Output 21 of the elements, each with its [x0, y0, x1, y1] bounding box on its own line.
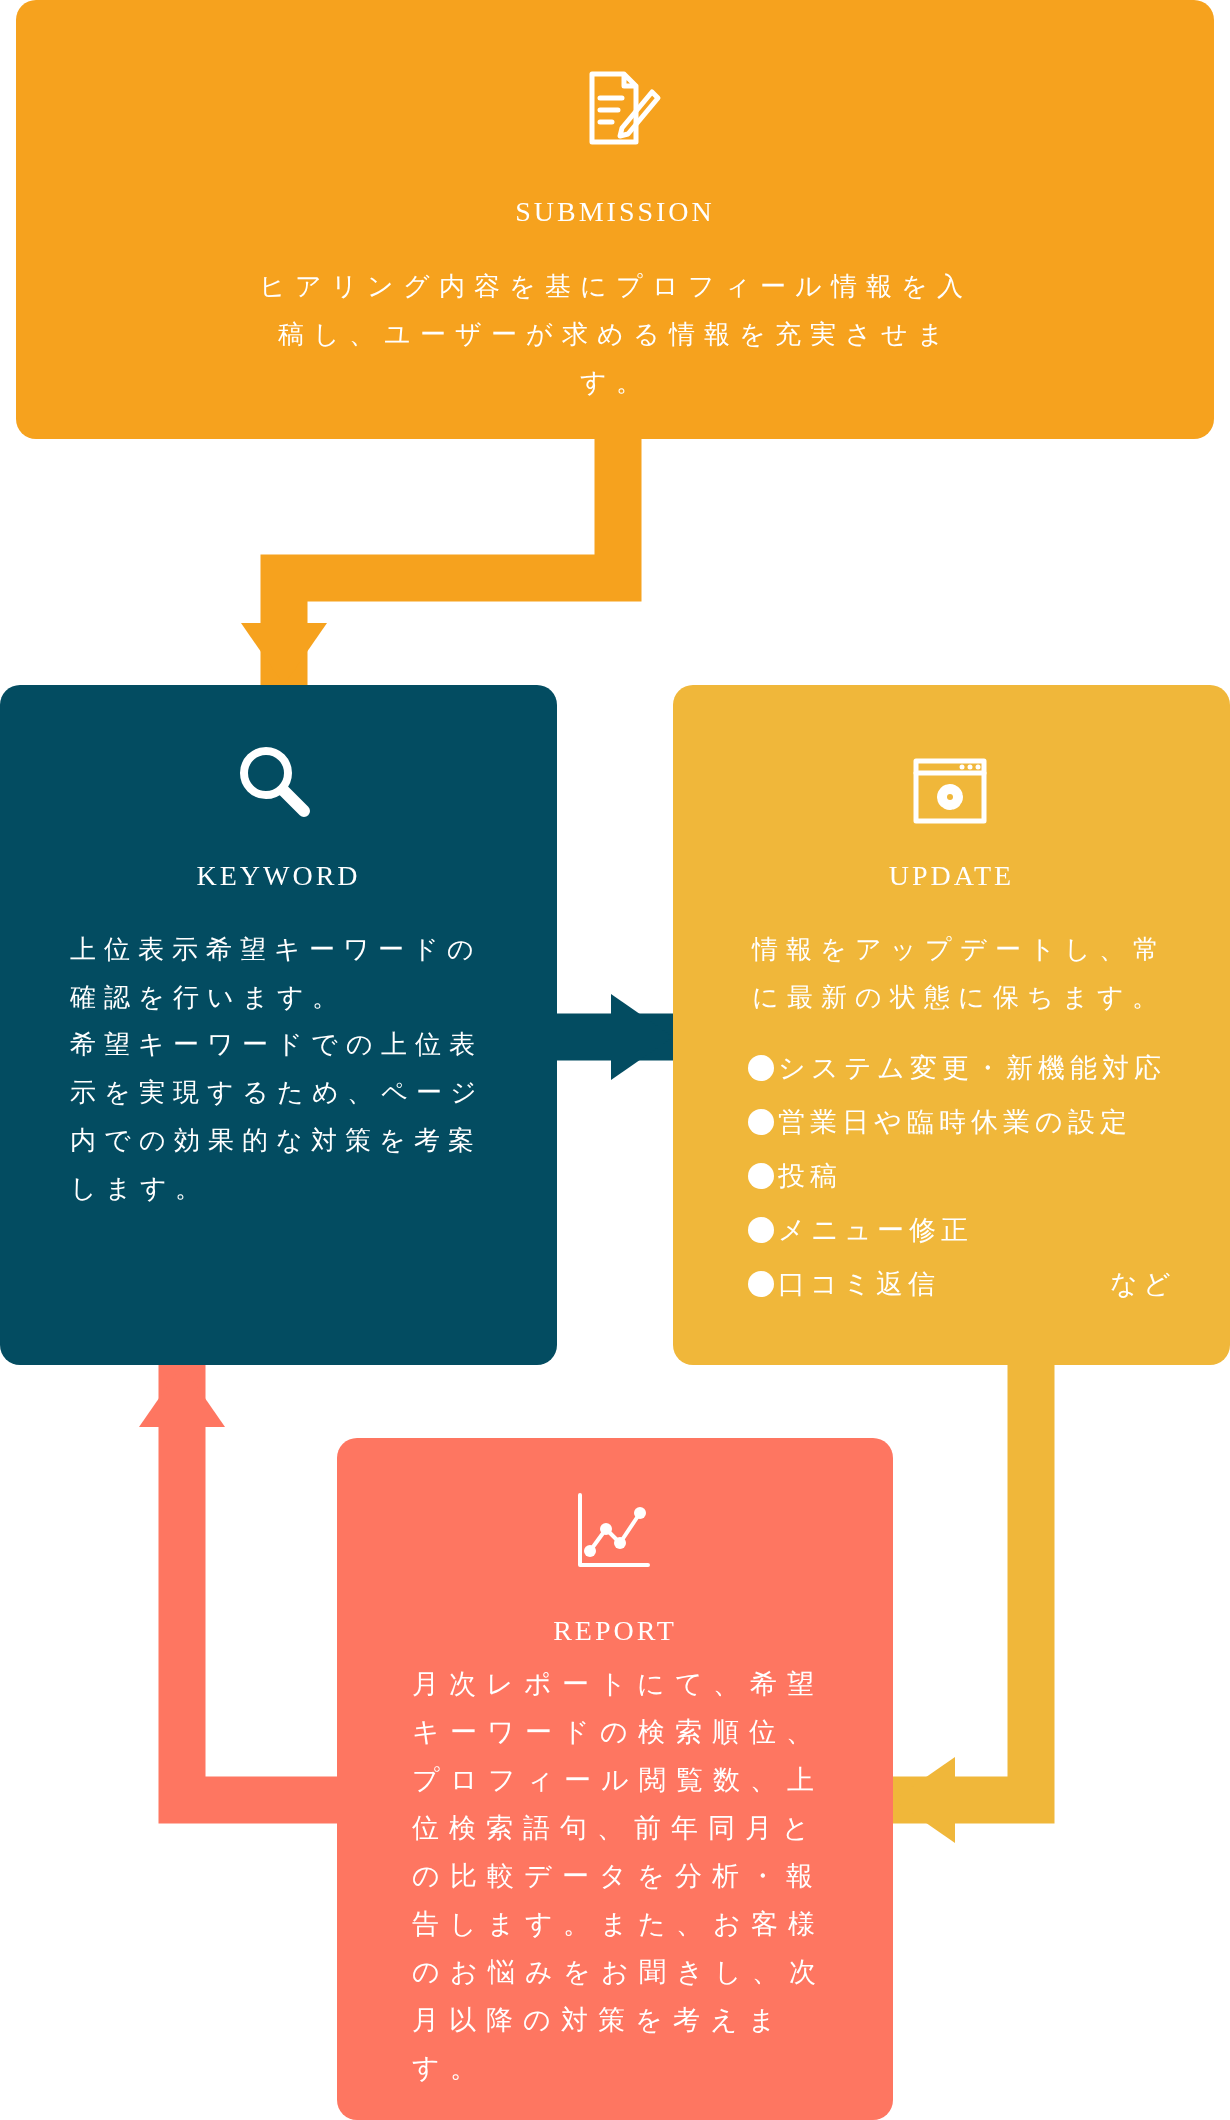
process-card [673, 685, 1230, 1365]
arrow [893, 1365, 1055, 1843]
card-heading: SUBMISSION [514, 196, 716, 228]
list-item: システム変更・新機能対応 [778, 1051, 1166, 1085]
card-text: 情報をアップデートし、常に最新の状態に保ちます。 [752, 933, 1168, 1014]
process-card [16, 0, 1214, 439]
card-heading: KEYWORD [195, 860, 362, 892]
arrow [557, 994, 673, 1080]
list-item: 口コミ返信 [778, 1267, 940, 1301]
card-text: ヒアリング内容を基にプロフィール情報を入稿し、ユーザーが求める情報を充実させます。 [257, 270, 973, 399]
card-text: 上位表示希望キーワードの確認を行います。 [70, 933, 483, 1014]
list-item: 投稿 [778, 1159, 842, 1193]
list-item: メニュー修正 [778, 1213, 973, 1247]
process-card [337, 1438, 893, 2120]
card-text: など [1110, 1267, 1176, 1301]
list-item: 営業日や臨時休業の設定 [778, 1105, 1132, 1139]
card-text: 月次レポートにて、希望キーワードの検索順位、プロフィール閲覧数、上位検索語句、前年同月との比較データを分析・報告します。また、お客様のお悩みをお聞きし、次月以降の対策を考えます。 [412, 1667, 827, 2085]
card-text: 希望キーワードでの上位表示を実現するため、ページ内での効果的な対策を考案します。 [70, 1028, 486, 1205]
card-heading: UPDATE [887, 860, 1016, 892]
card-heading: REPORT [552, 1615, 678, 1647]
process-card [0, 685, 557, 1365]
